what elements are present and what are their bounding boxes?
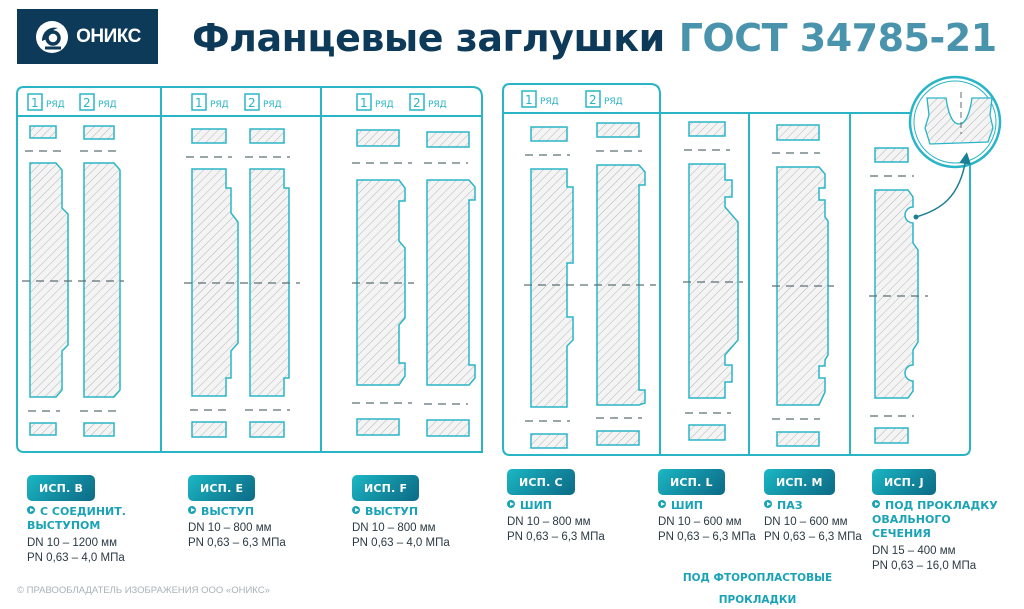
play-bullet-icon — [352, 506, 360, 514]
svg-text:1: 1 — [31, 96, 39, 110]
svg-text:2: 2 — [413, 96, 421, 110]
variant-feature-j: ПОД ПРОКЛАДКУ ОВАЛЬНОГО СЕЧЕНИЯ — [872, 499, 998, 540]
variant-badge-c: ИСП. С — [507, 469, 575, 495]
play-bullet-icon — [658, 500, 666, 508]
variant-spec-j: DN 15 – 400 мм PN 0,63 – 16,0 МПа — [872, 545, 977, 572]
detail-callout — [908, 75, 1002, 220]
svg-text:1: 1 — [195, 96, 203, 110]
title-standard: ГОСТ 34785-21 — [678, 16, 997, 60]
variant-feature-m: ПАЗ — [764, 499, 803, 513]
variant-spec-m: DN 10 – 600 мм PN 0,63 – 6,3 МПа — [764, 516, 862, 543]
flange-drawings: 1 РЯД 2 РЯД 1 РЯД 2 РЯД 1 РЯД 2 РЯД 1 РЯ… — [16, 75, 1002, 456]
variant-spec-f: DN 10 – 800 мм PN 0,63 – 4,0 МПа — [352, 522, 450, 549]
onix-logo: ОНИКС — [17, 9, 158, 64]
svg-text:РЯД: РЯД — [263, 100, 282, 110]
row-labels-e: 1 РЯД 2 РЯД — [191, 93, 282, 111]
svg-text:2: 2 — [248, 96, 256, 110]
svg-text:РЯД: РЯД — [375, 100, 394, 110]
play-bullet-icon — [507, 500, 515, 508]
play-bullet-icon — [27, 506, 35, 514]
onix-logo-mark-icon — [36, 20, 69, 53]
variant-feature-e: ВЫСТУП — [188, 505, 254, 519]
variant-spec-e: DN 10 – 800 мм PN 0,63 – 6,3 МПа — [188, 522, 286, 549]
row-labels-f: 1 РЯД 2 РЯД — [356, 93, 447, 111]
svg-text:2: 2 — [589, 93, 597, 107]
variant-feature-b: С СОЕДИНИТ. ВЫСТУПОМ — [27, 505, 126, 532]
variant-badge-e: ИСП. Е — [188, 475, 256, 501]
variant-badge-m: ИСП. М — [764, 469, 835, 495]
svg-text:РЯД: РЯД — [98, 100, 117, 110]
variant-feature-f: ВЫСТУП — [352, 505, 418, 519]
variant-spec-l: DN 10 – 600 мм PN 0,63 – 6,3 МПа — [658, 516, 756, 543]
row-labels-b: 1 РЯД 2 РЯД — [27, 93, 117, 111]
svg-text:1: 1 — [525, 93, 533, 107]
variant-badge-l: ИСП. L — [658, 469, 725, 495]
svg-text:РЯД: РЯД — [604, 97, 623, 107]
page-title: Фланцевые заглушки ГОСТ 34785-21 — [192, 8, 997, 68]
svg-text:РЯД: РЯД — [540, 97, 559, 107]
variant-badge-j: ИСП. J — [872, 469, 936, 495]
title-main: Фланцевые заглушки — [192, 16, 665, 60]
variant-spec-b: DN 10 – 1200 мм PN 0,63 – 4,0 МПа — [27, 537, 125, 564]
bracket-label: ПОД ФТОРОПЛАСТОВЫЕ ПРОКЛАДКИ — [682, 572, 833, 606]
variant-feature-c: ШИП — [507, 499, 552, 513]
copyright-notice: © ПРАВООБЛАДАТЕЛЬ ИЗОБРАЖЕНИЯ ООО «ОНИКС… — [17, 585, 270, 596]
play-bullet-icon — [872, 500, 880, 508]
variant-feature-l: ШИП — [658, 499, 703, 513]
play-bullet-icon — [188, 506, 196, 514]
play-bullet-icon — [764, 500, 772, 508]
svg-text:РЯД: РЯД — [46, 100, 65, 110]
svg-text:РЯД: РЯД — [210, 100, 229, 110]
svg-text:1: 1 — [360, 96, 368, 110]
svg-text:РЯД: РЯД — [428, 100, 447, 110]
variant-badge-f: ИСП. F — [352, 475, 420, 501]
logo-text: ОНИКС — [76, 25, 141, 47]
row-labels-c: 1 РЯД 2 РЯД — [521, 90, 623, 108]
variant-badge-b: ИСП. В — [27, 475, 96, 501]
variant-spec-c: DN 10 – 800 мм PN 0,63 – 6,3 МПа — [507, 516, 605, 543]
svg-text:2: 2 — [83, 96, 91, 110]
